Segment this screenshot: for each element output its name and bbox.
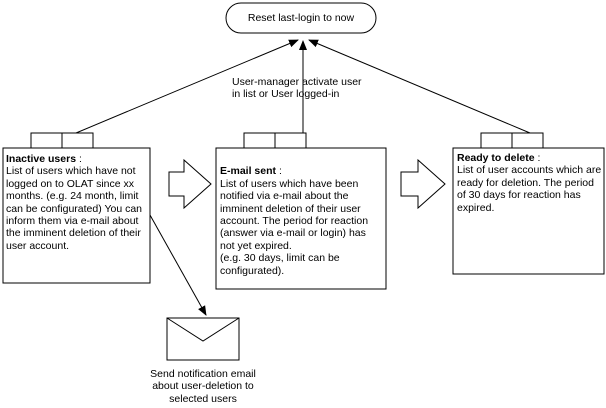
stage-email-body: List of users which have been notified v… [220, 177, 369, 277]
email-caption: Send notification email about user-delet… [150, 368, 256, 405]
arrow-ready-to-reset [308, 39, 531, 134]
stage-email-title: E-mail sent [220, 165, 277, 178]
stage-email-text: E-mail sent :List of users which have be… [220, 153, 383, 277]
stage-email-shape [215, 132, 387, 290]
stage-inactive-body: List of users which have not logged on t… [6, 165, 143, 252]
stage-inactive-title: Inactive users [6, 153, 77, 165]
reset-node-label: Reset last-login to now [247, 12, 355, 24]
block-arrow-2 [400, 158, 446, 210]
arrow-inactive-to-reset [75, 39, 299, 134]
stage-ready-title: Ready to delete [457, 152, 535, 164]
reset-node-shape [225, 2, 377, 34]
arrow-inactive-to-email [149, 214, 207, 316]
stage-ready-shape [452, 132, 605, 275]
block-arrow-1 [168, 158, 212, 210]
center-note: User-manager activate user in list or Us… [232, 76, 362, 101]
stage-inactive-text: Inactive users : List of users which hav… [6, 153, 148, 252]
envelope-icon [166, 317, 240, 361]
stage-inactive-title-suffix: : [76, 153, 82, 165]
stage-email-title-suffix: : [276, 165, 282, 178]
stage-ready-text: Ready to delete : List of user accounts … [457, 152, 602, 214]
stage-inactive-shape [2, 132, 151, 284]
stage-ready-body: List of user accounts which are ready fo… [457, 164, 602, 214]
stage-ready-title-suffix: : [534, 152, 541, 164]
